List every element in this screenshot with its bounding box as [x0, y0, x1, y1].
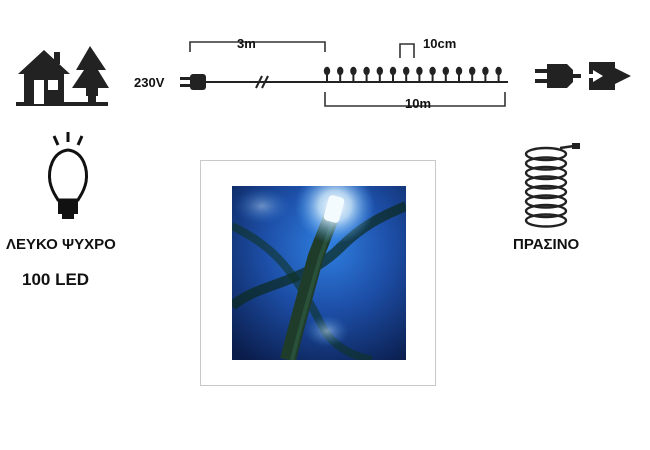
bulb-stem	[378, 74, 381, 82]
bulb-stem	[326, 74, 328, 82]
bulb-stem	[444, 74, 447, 82]
bulb-stem	[352, 74, 355, 82]
coil-loop	[524, 146, 568, 162]
led-count-label: 100 LED	[22, 270, 90, 289]
cable-diagram	[130, 30, 510, 120]
lead-length-label: 3m	[237, 36, 256, 51]
product-photo	[232, 186, 406, 360]
bulb-marker	[350, 66, 357, 76]
bulb-marker	[363, 66, 370, 76]
bulb-stem	[405, 74, 408, 82]
house-tree-icon	[14, 42, 110, 108]
bulb-stem	[418, 74, 421, 82]
led-bulb-icon	[40, 130, 96, 222]
bulb-marker	[469, 66, 476, 76]
bulb-stem	[365, 74, 368, 82]
bulb-marker	[323, 66, 331, 76]
coil-loop	[524, 175, 568, 190]
bulb-stem	[458, 74, 460, 82]
bulb-stem	[471, 74, 474, 82]
bulb-marker	[389, 66, 397, 76]
bulb-marker	[455, 66, 463, 76]
bulb-stem	[497, 74, 500, 82]
voltage-label: 230V	[134, 75, 165, 90]
bulb-marker	[495, 66, 502, 76]
coil-loop	[524, 194, 568, 209]
coil-loop	[524, 156, 568, 171]
bulb-marker	[416, 66, 423, 76]
cable-coil-icon	[520, 140, 584, 232]
bulb-marker	[376, 66, 383, 76]
bulb-marker	[429, 66, 436, 76]
bulb-stem	[339, 74, 342, 82]
bulb-spacing-label: 10cm	[423, 36, 457, 51]
bulb-stem	[431, 74, 434, 82]
coil-loop	[524, 165, 568, 181]
bulb-stem	[392, 74, 394, 82]
bulb-marker	[403, 66, 410, 76]
lit-length-label: 10m	[405, 96, 432, 111]
coil-loop	[524, 203, 568, 219]
coil-loop	[524, 213, 568, 228]
coil-loop	[524, 184, 568, 200]
cable-color-label: ΠΡΑΣΙΝΟ	[513, 236, 580, 253]
bulb-marker	[442, 66, 449, 76]
bulb-marker	[482, 66, 489, 76]
light-color-label: ΛΕΥΚΟ ΨΥΧΡΟ	[6, 236, 116, 253]
plug-connector-icon	[535, 58, 633, 94]
bulb-marker	[337, 66, 344, 76]
bulb-stem	[484, 74, 487, 82]
